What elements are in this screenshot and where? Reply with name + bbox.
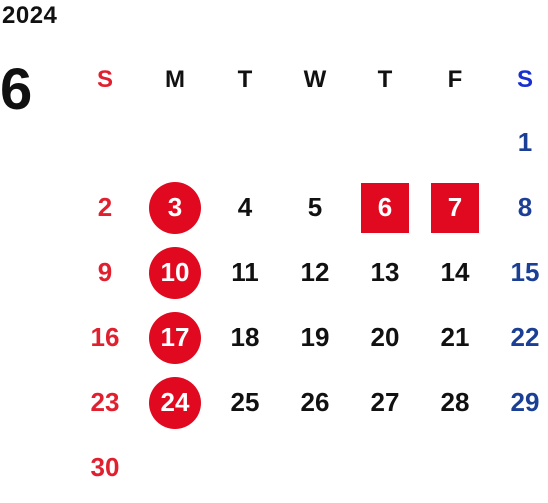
day-number: 3 bbox=[149, 181, 201, 234]
day-cell[interactable]: 23 bbox=[70, 370, 140, 435]
day-cell[interactable]: 17 bbox=[140, 305, 210, 370]
day-cell[interactable]: 5 bbox=[280, 175, 350, 240]
day-cell[interactable]: 6 bbox=[350, 175, 420, 240]
day-number: 21 bbox=[440, 322, 470, 352]
day-number: 10 bbox=[149, 246, 201, 299]
day-number: 14 bbox=[440, 257, 470, 287]
day-cell[interactable]: 22 bbox=[490, 305, 548, 370]
day-number: 6 bbox=[361, 182, 409, 233]
day-number: 17 bbox=[149, 311, 201, 364]
day-cell[interactable]: 16 bbox=[70, 305, 140, 370]
weekday-wednesday: W bbox=[303, 66, 327, 93]
day-number: 13 bbox=[370, 257, 400, 287]
empty-cell bbox=[490, 435, 548, 500]
empty-cell bbox=[70, 110, 140, 175]
day-cell[interactable]: 4 bbox=[210, 175, 280, 240]
day-cell[interactable]: 14 bbox=[420, 240, 490, 305]
day-number: 18 bbox=[230, 322, 260, 352]
day-cell[interactable]: 3 bbox=[140, 175, 210, 240]
day-cell[interactable]: 20 bbox=[350, 305, 420, 370]
day-cell[interactable]: 15 bbox=[490, 240, 548, 305]
day-number: 4 bbox=[237, 192, 253, 222]
weekday-thursday: T bbox=[377, 66, 393, 93]
day-number: 1 bbox=[517, 127, 533, 157]
empty-cell bbox=[350, 110, 420, 175]
empty-cell bbox=[280, 435, 350, 500]
day-number: 28 bbox=[440, 387, 470, 417]
day-cell[interactable]: 7 bbox=[420, 175, 490, 240]
weekday-monday: M bbox=[165, 66, 185, 93]
day-number: 2 bbox=[97, 192, 113, 222]
day-number: 26 bbox=[300, 387, 330, 417]
day-cell[interactable]: 21 bbox=[420, 305, 490, 370]
year-label: 2024 bbox=[2, 2, 58, 29]
day-number: 25 bbox=[230, 387, 260, 417]
day-cell[interactable]: 13 bbox=[350, 240, 420, 305]
day-number: 24 bbox=[149, 376, 201, 429]
day-number: 19 bbox=[300, 322, 330, 352]
day-cell[interactable]: 2 bbox=[70, 175, 140, 240]
day-cell[interactable]: 18 bbox=[210, 305, 280, 370]
day-cell[interactable]: 30 bbox=[70, 435, 140, 500]
empty-cell bbox=[210, 435, 280, 500]
day-number: 27 bbox=[370, 387, 400, 417]
empty-cell bbox=[280, 110, 350, 175]
weekday-sunday: S bbox=[96, 66, 113, 93]
day-cell[interactable]: 9 bbox=[70, 240, 140, 305]
day-cell[interactable]: 26 bbox=[280, 370, 350, 435]
day-number: 15 bbox=[510, 257, 540, 287]
day-cell[interactable]: 29 bbox=[490, 370, 548, 435]
month-label: 6 bbox=[0, 57, 33, 122]
day-number: 8 bbox=[517, 192, 533, 222]
empty-cell bbox=[420, 110, 490, 175]
day-number: 7 bbox=[431, 182, 479, 233]
empty-cell bbox=[140, 435, 210, 500]
day-cell[interactable]: 8 bbox=[490, 175, 548, 240]
day-number: 9 bbox=[97, 257, 113, 287]
day-number: 30 bbox=[90, 452, 120, 482]
day-number: 20 bbox=[370, 322, 400, 352]
weekday-friday: F bbox=[447, 66, 463, 93]
empty-cell bbox=[420, 435, 490, 500]
day-cell[interactable]: 11 bbox=[210, 240, 280, 305]
day-cell[interactable]: 28 bbox=[420, 370, 490, 435]
day-cell[interactable]: 25 bbox=[210, 370, 280, 435]
day-cell[interactable]: 19 bbox=[280, 305, 350, 370]
day-number: 23 bbox=[90, 387, 120, 417]
day-cell[interactable]: 10 bbox=[140, 240, 210, 305]
day-cell[interactable]: 12 bbox=[280, 240, 350, 305]
day-number: 12 bbox=[300, 257, 330, 287]
day-cell[interactable]: 27 bbox=[350, 370, 420, 435]
weekday-tuesday: T bbox=[237, 66, 253, 93]
day-number: 5 bbox=[307, 192, 323, 222]
day-number: 16 bbox=[90, 322, 120, 352]
day-number: 29 bbox=[510, 387, 540, 417]
day-cell[interactable]: 1 bbox=[490, 110, 548, 175]
empty-cell bbox=[210, 110, 280, 175]
day-number: 11 bbox=[231, 257, 259, 287]
weekday-saturday: S bbox=[516, 66, 533, 93]
empty-cell bbox=[140, 110, 210, 175]
day-number: 22 bbox=[510, 322, 540, 352]
day-cell[interactable]: 24 bbox=[140, 370, 210, 435]
empty-cell bbox=[350, 435, 420, 500]
